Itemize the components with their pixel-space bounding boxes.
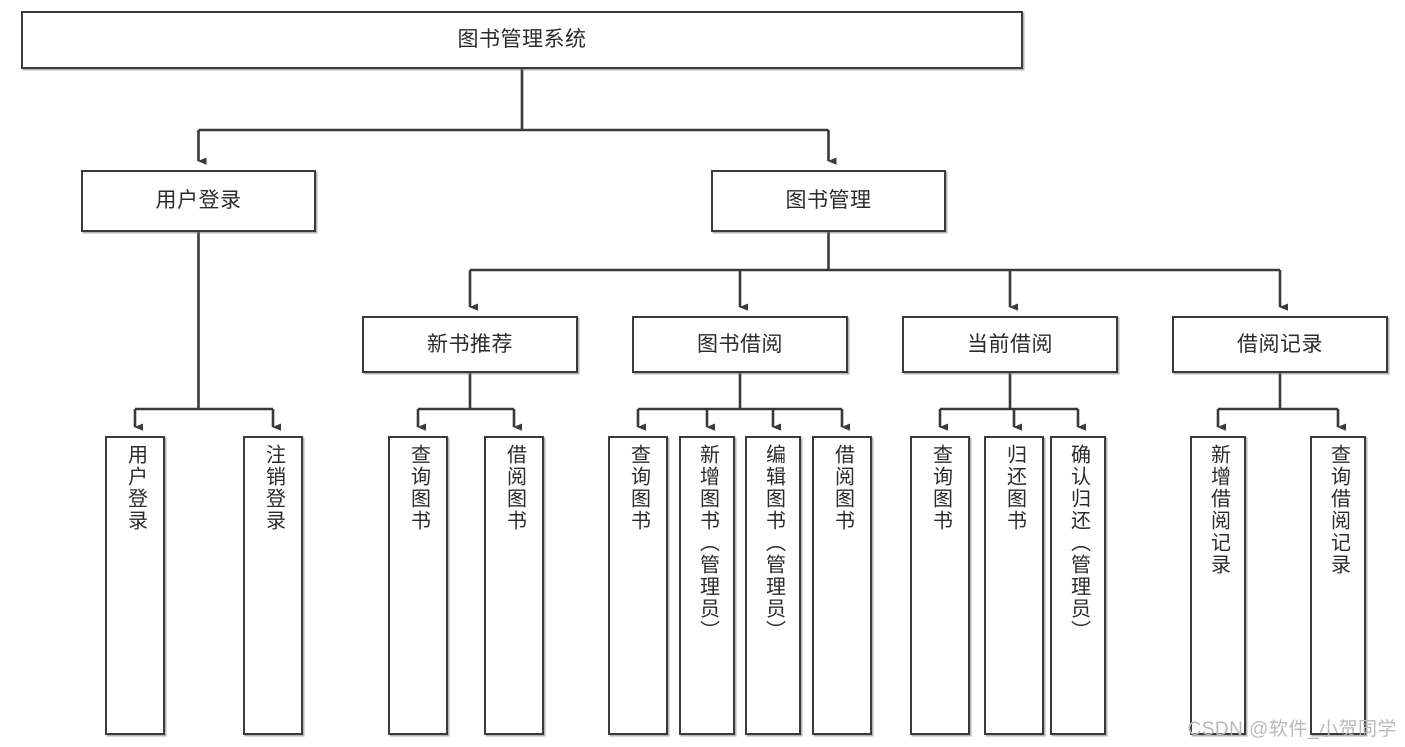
node-leaf-user-login-label: 用户登录 <box>124 444 147 532</box>
node-new-book-recommend[interactable]: 新书推荐 <box>362 316 578 373</box>
node-user-login[interactable]: 用户登录 <box>81 170 316 232</box>
node-leaf-add-book-admin[interactable]: 新增图书（管理员） <box>679 436 735 735</box>
node-leaf-borrow-book-2[interactable]: 借阅图书 <box>812 436 872 735</box>
node-borrow-record-label: 借阅记录 <box>1237 332 1323 356</box>
node-new-book-recommend-label: 新书推荐 <box>427 332 513 356</box>
node-leaf-borrow-book-1[interactable]: 借阅图书 <box>484 436 544 735</box>
node-leaf-borrow-book-2-label: 借阅图书 <box>831 444 854 532</box>
node-leaf-confirm-return-admin-label: 确认归还（管理员） <box>1067 444 1090 642</box>
node-leaf-return-book[interactable]: 归还图书 <box>984 436 1044 735</box>
node-book-management-label: 图书管理 <box>785 189 872 213</box>
node-leaf-edit-book-admin-label: 编辑图书（管理员） <box>762 444 785 642</box>
node-leaf-add-book-admin-label: 新增图书（管理员） <box>696 444 719 642</box>
node-leaf-user-logout[interactable]: 注销登录 <box>243 436 303 735</box>
node-leaf-add-borrow-record[interactable]: 新增借阅记录 <box>1190 436 1246 735</box>
node-current-borrow-label: 当前借阅 <box>967 332 1053 356</box>
node-leaf-query-book-1-label: 查询图书 <box>407 444 430 532</box>
node-leaf-edit-book-admin[interactable]: 编辑图书（管理员） <box>745 436 801 735</box>
node-leaf-query-book-1[interactable]: 查询图书 <box>388 436 448 735</box>
node-root-label: 图书管理系统 <box>457 28 587 52</box>
node-leaf-query-book-3-label: 查询图书 <box>929 444 952 532</box>
node-book-management[interactable]: 图书管理 <box>711 170 946 232</box>
node-leaf-query-borrow-record[interactable]: 查询借阅记录 <box>1310 436 1366 735</box>
node-user-login-label: 用户登录 <box>155 189 242 213</box>
node-root[interactable]: 图书管理系统 <box>21 11 1023 69</box>
node-leaf-query-book-2-label: 查询图书 <box>627 444 650 532</box>
node-leaf-confirm-return-admin[interactable]: 确认归还（管理员） <box>1050 436 1106 735</box>
node-leaf-borrow-book-1-label: 借阅图书 <box>503 444 526 532</box>
node-leaf-user-logout-label: 注销登录 <box>262 444 285 532</box>
node-leaf-query-book-3[interactable]: 查询图书 <box>910 436 970 735</box>
node-leaf-query-borrow-record-label: 查询借阅记录 <box>1327 444 1350 576</box>
node-borrow-record[interactable]: 借阅记录 <box>1172 316 1388 373</box>
node-leaf-return-book-label: 归还图书 <box>1003 444 1026 532</box>
node-current-borrow[interactable]: 当前借阅 <box>902 316 1118 373</box>
node-leaf-add-borrow-record-label: 新增借阅记录 <box>1207 444 1230 576</box>
node-leaf-user-login[interactable]: 用户登录 <box>105 436 165 735</box>
node-book-borrow[interactable]: 图书借阅 <box>632 316 848 373</box>
node-book-borrow-label: 图书借阅 <box>697 332 783 356</box>
node-leaf-query-book-2[interactable]: 查询图书 <box>608 436 668 735</box>
